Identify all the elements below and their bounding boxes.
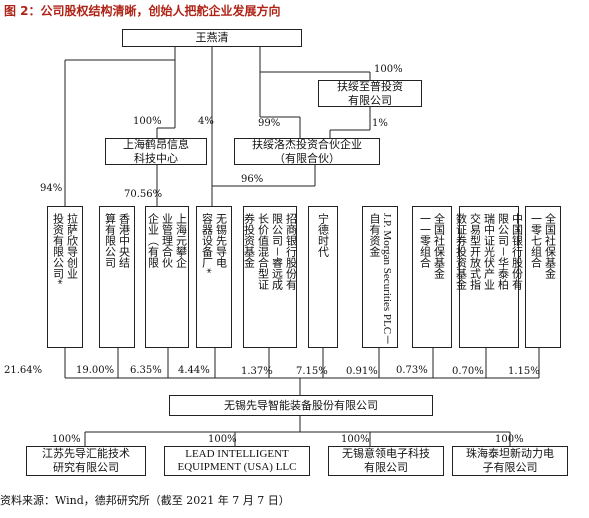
pct-founder-heshang: 100%	[133, 116, 162, 127]
figure-title: 图 2：公司股权结构清晰，创始人把舵企业发展方向	[4, 4, 281, 18]
pct-fusuiluojie-wuxicap: 96%	[241, 174, 264, 185]
node-ssf-107: 全国社保基金一零七组合	[525, 206, 561, 348]
node-lasa: 拉萨欣导创业投资有限公司*	[47, 206, 83, 348]
node-ssf-110: 全国社保基金一一零组合	[412, 206, 452, 348]
pct-sub-yiling: 100%	[341, 434, 370, 445]
pct-lasa: 21.64%	[4, 365, 43, 376]
pct-ssf107: 1.15%	[508, 366, 540, 377]
node-boc-fund: 中国银行股份有限公司－华泰柏瑞中证光伏产业交易型开放式指数证券投资基金	[455, 206, 524, 348]
node-founder: 王燕清	[122, 29, 302, 47]
source-note: 资料来源：Wind，德邦研究所（截至 2021 年 7 月 7 日）	[0, 494, 290, 507]
pct-yuanxue: 6.35%	[130, 365, 162, 376]
node-sub-titan: 珠海泰坦新动力电 子有限公司	[452, 446, 568, 476]
pct-founder-lasa: 94%	[40, 183, 63, 194]
node-sub-huineng: 江苏先导汇能技术 研究有限公司	[26, 446, 146, 476]
node-hk-clearing: 香港中央结算有限公司	[99, 206, 135, 348]
node-catl: 宁德时代	[308, 206, 338, 348]
node-fusui-luojie: 扶绥洛杰投资合伙企业 （有限合伙）	[234, 138, 380, 165]
node-fusui-zhipu: 扶绥至普投资 有限公司	[318, 80, 422, 107]
node-sub-usa: LEAD INTELLIGENT EQUIPMENT (USA) LLC	[164, 446, 310, 476]
node-company: 无锡先导智能装备股份有限公司	[169, 395, 433, 416]
pct-hk: 19.00%	[76, 365, 115, 376]
pct-catl: 7.15%	[296, 366, 328, 377]
pct-fusuizhipu-fusuiluojie: 1%	[372, 118, 388, 129]
pct-founder-fusuiluojie: 99%	[258, 118, 281, 129]
node-jpmorgan: J.P. Morgan Securities PLC－自有资金	[362, 206, 398, 348]
node-shanghai-yuanxue: 上海元攀企业管理合伙企业（有限	[145, 206, 189, 348]
node-wuxi-capacitor: 无锡先导电容器设备厂*	[196, 206, 232, 348]
pct-ssf110: 0.73%	[396, 365, 428, 376]
node-cmb-fund: 招商银行股份有限公司－睿远成长价值混合型证券投资基金	[243, 206, 298, 348]
pct-jpm: 0.91%	[346, 366, 378, 377]
pct-heshang-yuanxue: 70.56%	[124, 189, 163, 200]
node-shanghai-heang: 上海鹤昂信息 科技中心	[105, 138, 207, 165]
pct-boc: 0.70%	[452, 366, 484, 377]
pct-cmb: 1.37%	[241, 366, 273, 377]
pct-wuxicap: 4.44%	[178, 365, 210, 376]
pct-founder-fusuizhipu: 100%	[374, 64, 403, 75]
pct-sub-usa: 100%	[208, 434, 237, 445]
pct-sub-titan: 100%	[495, 434, 524, 445]
pct-sub-huineng: 100%	[52, 434, 81, 445]
node-sub-yiling: 无锡意领电子科技 有限公司	[328, 446, 444, 476]
pct-founder-wuxicap: 4%	[198, 116, 214, 127]
